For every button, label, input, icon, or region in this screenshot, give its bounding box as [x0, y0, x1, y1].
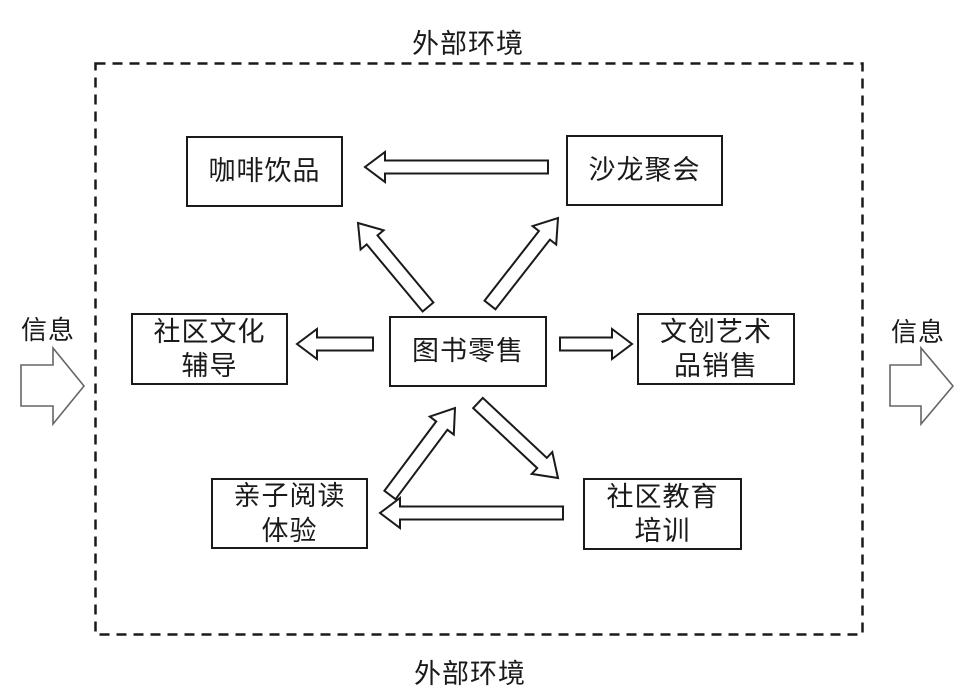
node-coffee-drinks: 咖啡饮品	[186, 136, 343, 207]
info-outflow-arrow-icon	[889, 345, 955, 427]
node-community-education-training-label: 社区教育 培训	[606, 481, 719, 546]
arrow-salon-to-coffee-icon	[363, 150, 549, 184]
node-community-education-training: 社区教育 培训	[583, 478, 742, 550]
node-book-retail-label: 图书零售	[412, 336, 524, 367]
node-parent-child-reading: 亲子阅读 体验	[211, 478, 368, 549]
node-community-culture-tutoring: 社区文化 辅导	[131, 313, 288, 385]
external-environment-label-bottom: 外部环境	[414, 659, 526, 689]
arrow-book-retail-to-cultural-art-icon	[559, 327, 634, 361]
arrow-book-retail-to-salon-icon	[483, 216, 560, 311]
arrow-parent-child-to-book-retail-icon	[383, 406, 457, 501]
node-cultural-art-sales: 文创艺术 品销售	[637, 313, 795, 385]
arrow-book-retail-to-community-culture-icon	[295, 327, 374, 361]
external-environment-label-top: 外部环境	[412, 29, 524, 59]
info-inflow-arrow-icon	[20, 345, 86, 427]
node-salon-gatherings: 沙龙聚会	[566, 135, 723, 206]
node-parent-child-reading-label: 亲子阅读 体验	[233, 481, 346, 546]
node-community-culture-tutoring-label: 社区文化 辅导	[153, 316, 266, 381]
node-book-retail: 图书零售	[389, 316, 547, 387]
arrow-book-retail-to-coffee-icon	[356, 221, 435, 313]
node-cultural-art-sales-label: 文创艺术 品销售	[660, 316, 772, 381]
arrow-community-education-to-parent-child-icon	[378, 496, 564, 530]
node-coffee-drinks-label: 咖啡饮品	[208, 156, 321, 187]
arrow-book-retail-to-community-education-icon	[471, 396, 560, 480]
external-environment-boundary	[94, 62, 864, 636]
info-label-left: 信息	[21, 316, 76, 345]
node-salon-gatherings-label: 沙龙聚会	[588, 155, 701, 186]
info-label-right: 信息	[891, 318, 946, 347]
